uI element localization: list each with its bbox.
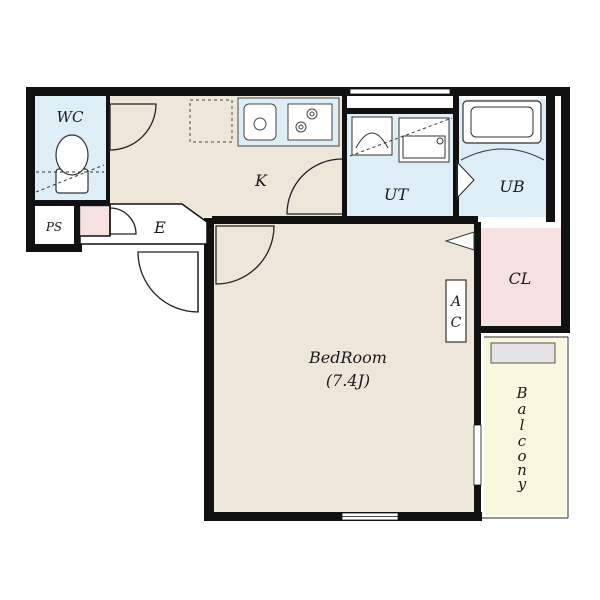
window-balcony: [473, 424, 482, 486]
cl-label: CL: [509, 269, 532, 288]
bathtub-inner-icon: [470, 106, 534, 138]
balcony-label: B a l c o n y: [515, 384, 527, 493]
wc-label: WC: [57, 108, 84, 126]
bathtub-icon: [462, 100, 542, 144]
vanity-sink-icon: [351, 116, 393, 156]
burner-icons: [295, 108, 318, 133]
kitchen-label: K: [254, 171, 268, 190]
ac-label-c: C: [451, 315, 462, 331]
washing-machine-pan: [402, 135, 446, 159]
closet-door-arrow: [444, 231, 475, 251]
svg-text:c: c: [518, 432, 527, 450]
entrance-label: E: [153, 218, 166, 237]
svg-text:n: n: [517, 461, 527, 479]
shoe-box: [79, 205, 111, 237]
svg-text:B: B: [515, 384, 527, 402]
balcony-floor: [484, 337, 566, 515]
washing-machine-space: [398, 117, 450, 163]
svg-text:a: a: [518, 400, 527, 418]
ut-dashed-line: [349, 117, 453, 157]
ps-floor: [34, 206, 74, 246]
sink-icon: [243, 103, 277, 141]
svg-text:y: y: [517, 475, 527, 493]
stove-icon: [287, 103, 333, 141]
window-top: [349, 88, 451, 95]
fridge-space: [189, 99, 233, 143]
ut-label: UT: [384, 185, 409, 204]
balcony-railing: [482, 336, 569, 519]
svg-text:o: o: [517, 447, 526, 465]
wc-dashed-diagonal: [35, 164, 105, 193]
vanity-bowl-icon: [355, 132, 389, 149]
doors: [109, 103, 343, 313]
ac-unit: [445, 279, 467, 343]
shower-area-line: [460, 148, 545, 161]
drain-icon: [436, 137, 444, 145]
ps-label: PS: [45, 220, 62, 234]
cl-floor: [481, 228, 561, 326]
ub-label: UB: [499, 177, 524, 196]
toilet-icon: [55, 134, 89, 194]
bedroom-floor: [212, 224, 474, 514]
bedroom-size-label: (7.4J): [326, 371, 370, 390]
sink-drain-icon: [253, 117, 267, 131]
bedroom-label: BedRoom: [308, 348, 387, 367]
outdoor-unit: [490, 342, 556, 364]
svg-text:l: l: [520, 416, 525, 434]
ac-label-a: A: [449, 294, 461, 310]
